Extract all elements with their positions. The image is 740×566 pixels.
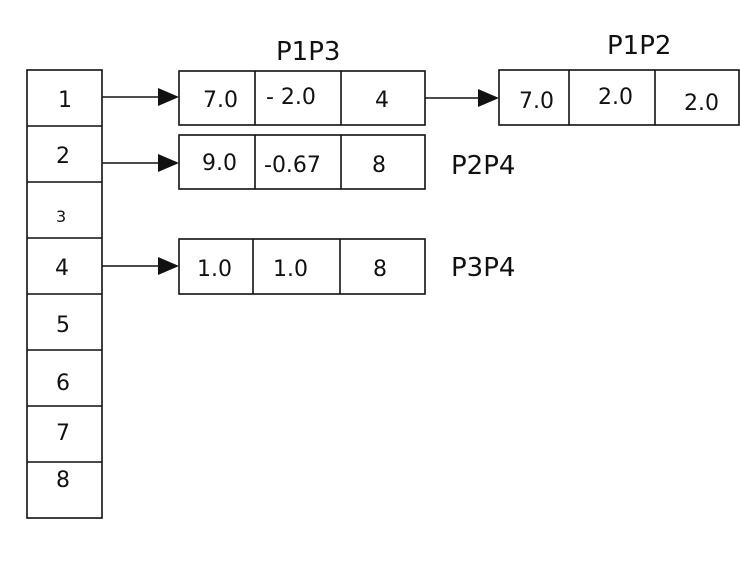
arrow-node-to-node: [425, 89, 499, 107]
index-cell-6: 6: [56, 371, 70, 396]
index-cell-8: 8: [56, 468, 70, 493]
arrow-row1-to-node: [102, 88, 179, 106]
node-p1p3-cell-2: - 2.0: [266, 85, 316, 110]
node-p3p4-cell-2: 1.0: [273, 257, 308, 282]
node-frame-p1p3: [178, 70, 426, 126]
arrow-row4-to-node: [102, 257, 179, 275]
node-p1p2-cell-1: 7.0: [519, 89, 554, 114]
node-frame-p2p4: [178, 134, 426, 190]
index-cell-1: 1: [58, 88, 72, 113]
node-label-p1p2: P1P2: [607, 31, 671, 61]
node-p2p4: 9.0 -0.67 8 P2P4: [178, 134, 515, 190]
index-cell-3: 3: [56, 207, 66, 226]
node-p3p4: 1.0 1.0 8 P3P4: [178, 238, 515, 295]
index-cell-7: 7: [56, 421, 70, 446]
node-p1p3-cell-1: 7.0: [203, 88, 238, 113]
node-label-p3p4: P3P4: [451, 253, 515, 283]
node-p1p2-cell-3: 2.0: [684, 91, 719, 116]
node-frame-p3p4: [178, 238, 426, 295]
node-p3p4-cell-1: 1.0: [197, 257, 232, 282]
node-p1p2: P1P2 7.0 2.0 2.0: [498, 31, 740, 126]
index-cell-5: 5: [56, 313, 70, 338]
index-cell-2: 2: [56, 144, 70, 169]
node-label-p1p3: P1P3: [276, 37, 340, 67]
node-label-p2p4: P2P4: [451, 151, 515, 181]
node-p1p2-cell-2: 2.0: [598, 85, 633, 110]
node-p1p3-cell-3: 4: [375, 88, 389, 113]
index-array: 1 2 3 4 5 6 7 8: [26, 69, 103, 519]
node-p1p3: P1P3 7.0 - 2.0 4: [178, 37, 426, 126]
index-cell-4: 4: [55, 256, 69, 281]
arrow-row2-to-node: [102, 154, 179, 172]
node-p2p4-cell-1: 9.0: [202, 151, 237, 176]
node-p2p4-cell-3: 8: [372, 153, 386, 178]
node-p2p4-cell-2: -0.67: [264, 153, 321, 178]
node-frame-p1p2: [498, 69, 740, 126]
node-p3p4-cell-3: 8: [373, 257, 387, 282]
